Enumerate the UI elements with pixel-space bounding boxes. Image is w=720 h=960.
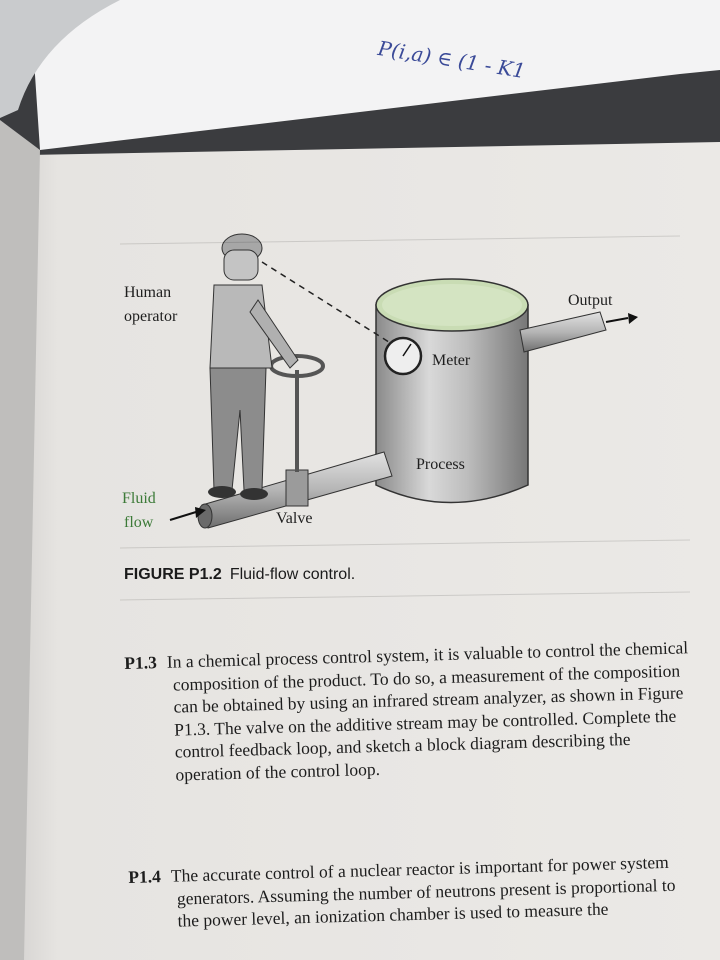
problem-text: The accurate control of a nuclear reacto… [170,851,676,931]
problem-number: P1.4 [128,866,162,887]
label-meter: Meter [432,352,471,369]
valve [269,354,325,507]
line-of-sight [261,261,393,345]
figure-caption-text: Fluid-flow control. [229,566,356,583]
process-tank [375,278,529,504]
label-operator: operator [124,308,178,325]
label-flow: flow [124,514,154,531]
problem-text: In a chemical process control system, it… [166,637,689,785]
label-output: Output [568,292,613,309]
human-operator [208,233,299,500]
figure-caption-id: FIGURE P1.2 [124,566,222,583]
label-process: Process [416,456,465,473]
label-valve: Valve [276,510,313,527]
meter-gauge [383,336,423,376]
label-human: Human [124,284,172,301]
figure-caption: FIGURE P1.2 Fluid-flow control. [124,566,355,584]
label-fluid: Fluid [122,490,156,507]
problem-p1-3: P1.3 In a chemical process control system… [124,636,694,787]
problem-number: P1.3 [124,652,158,673]
output-pipe [519,311,638,353]
